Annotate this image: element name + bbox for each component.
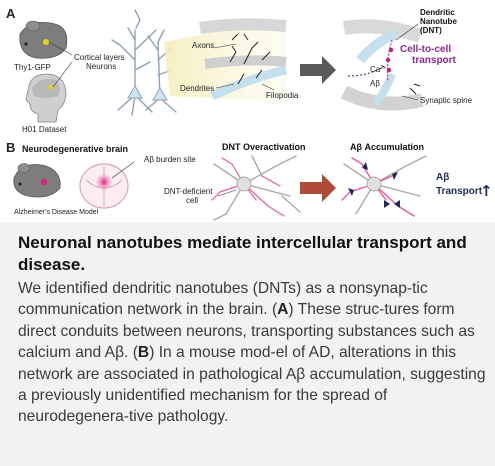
label-ab-accumulation: Aβ Accumulation (350, 142, 424, 152)
label-filopodia: Filopodia (266, 91, 299, 100)
panel-b-letter: B (6, 140, 15, 155)
caption-text-2: ) These struc-tures form direct conduits… (18, 301, 475, 362)
neuron-soma-2 (152, 87, 168, 101)
panel-a-letter: A (6, 6, 16, 21)
label-ad-model: Alzheimer's Disease Model (14, 209, 99, 216)
arrow-b (300, 174, 336, 202)
label-dnt-line2: Nanotube (420, 17, 457, 26)
axon-dendrite-zoom (199, 18, 287, 101)
caption-ref-a: A (277, 301, 289, 319)
label-ab-a: Aβ (370, 79, 380, 88)
label-transport-line2: transport (412, 55, 457, 66)
ab-accumulation-network (341, 155, 427, 217)
label-axons: Axons (192, 41, 214, 50)
label-synaptic-spine: Synaptic spine (420, 96, 473, 105)
caption-text-3: ) In a mouse mod-el of AD, alterations i… (18, 344, 486, 426)
mouse-head-illustration (19, 20, 68, 59)
caption-title: Neuronal nanotubes mediate intercellular… (18, 233, 467, 274)
label-ab-transport-line1: Aβ (436, 172, 449, 183)
brain-section-illustration (79, 163, 129, 209)
label-cortical-layers: Cortical layers (74, 53, 125, 62)
label-ab-transport-line2: Transport (436, 186, 483, 197)
caption: Neuronal nanotubes mediate intercellular… (18, 232, 488, 428)
dnt-closeup (340, 19, 424, 111)
label-neurons: Neurons (86, 62, 116, 71)
neuron-soma-1 (127, 85, 143, 99)
label-dnt-overactivation: DNT Overactivation (222, 142, 306, 152)
figure-illustration: A Thy1-GFP H01 Dataset Cortical layers N… (6, 6, 493, 221)
human-head-illustration (25, 73, 67, 123)
label-dnt-line3: (DNT) (420, 26, 442, 35)
label-ab-burden: Aβ burden site (144, 155, 196, 164)
label-thy1: Thy1-GFP (14, 63, 51, 72)
caption-body: We identified dendritic nanotubes (DNTs)… (18, 278, 488, 428)
ab-accumulation-cell (366, 176, 382, 192)
dnt-overactivation-network (211, 155, 301, 221)
ad-mouse-illustration (13, 163, 61, 198)
label-neurodegenerative-brain: Neurodegenerative brain (22, 144, 128, 154)
dnt-deficient-cell (236, 176, 252, 192)
label-deficient-line2: cell (186, 196, 198, 205)
label-h01: H01 Dataset (22, 125, 67, 134)
label-dendrites: Dendrites (180, 84, 214, 93)
label-ca: Ca2+ (370, 65, 386, 74)
up-arrow-icon: ↑ (480, 182, 493, 200)
caption-text-1: We identified dendritic nanotubes (DNTs)… (18, 280, 428, 319)
figure-panel: A Thy1-GFP H01 Dataset Cortical layers N… (0, 0, 495, 222)
arrow-a (300, 56, 336, 84)
label-transport-line1: Cell-to-cell (400, 44, 451, 55)
caption-ref-b: B (137, 344, 150, 362)
label-deficient-line1: DNT-deficient (164, 187, 213, 196)
label-dnt-line1: Dendritic (420, 8, 455, 17)
